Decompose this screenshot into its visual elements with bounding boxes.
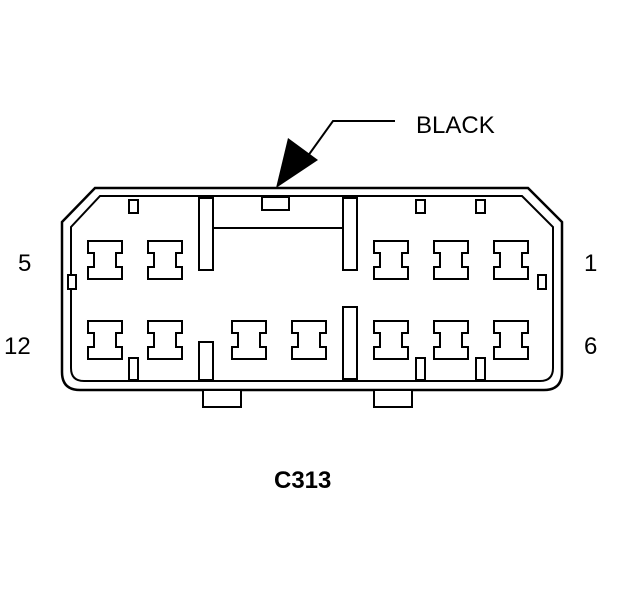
terminal-cavities: [87, 240, 529, 360]
rib-left: [67, 274, 77, 290]
connector-id: C313: [274, 467, 332, 494]
latch-bottom: [202, 389, 242, 408]
color-leader-arrowhead: [276, 138, 318, 188]
pin-label-1: 1: [584, 250, 598, 277]
rib-right: [537, 274, 547, 290]
terminal-cavity: [373, 240, 409, 280]
terminal-cavity: [87, 320, 123, 360]
connector-housing-outer: [60, 186, 564, 392]
key-wall: [342, 306, 358, 380]
pin-label-6: 6: [584, 333, 598, 360]
rib-bottom: [415, 357, 426, 381]
latch-bottom: [373, 389, 413, 408]
terminal-cavity: [493, 240, 529, 280]
terminal-cavity: [373, 320, 409, 360]
terminal-cavity: [493, 320, 529, 360]
rib-top: [128, 199, 139, 214]
terminal-cavity: [147, 240, 183, 280]
terminal-cavity: [231, 320, 267, 360]
wire-color-label: BLACK: [416, 112, 495, 139]
terminal-cavity: [87, 240, 123, 280]
connector-housing-inner: [70, 195, 554, 382]
key-wall: [198, 341, 214, 381]
rib-top: [415, 199, 426, 214]
terminal-cavity: [433, 240, 469, 280]
key-wall: [198, 197, 214, 271]
terminal-cavity: [291, 320, 327, 360]
key-wall: [342, 197, 358, 271]
rib-bottom: [475, 357, 486, 381]
terminal-cavity: [147, 320, 183, 360]
pin-label-12: 12: [4, 333, 31, 360]
pin-label-5: 5: [18, 250, 32, 277]
lock-tab-top: [261, 196, 290, 211]
rib-bottom: [128, 357, 139, 381]
color-leader-line: [299, 120, 395, 168]
rib-top: [475, 199, 486, 214]
terminal-cavity: [433, 320, 469, 360]
